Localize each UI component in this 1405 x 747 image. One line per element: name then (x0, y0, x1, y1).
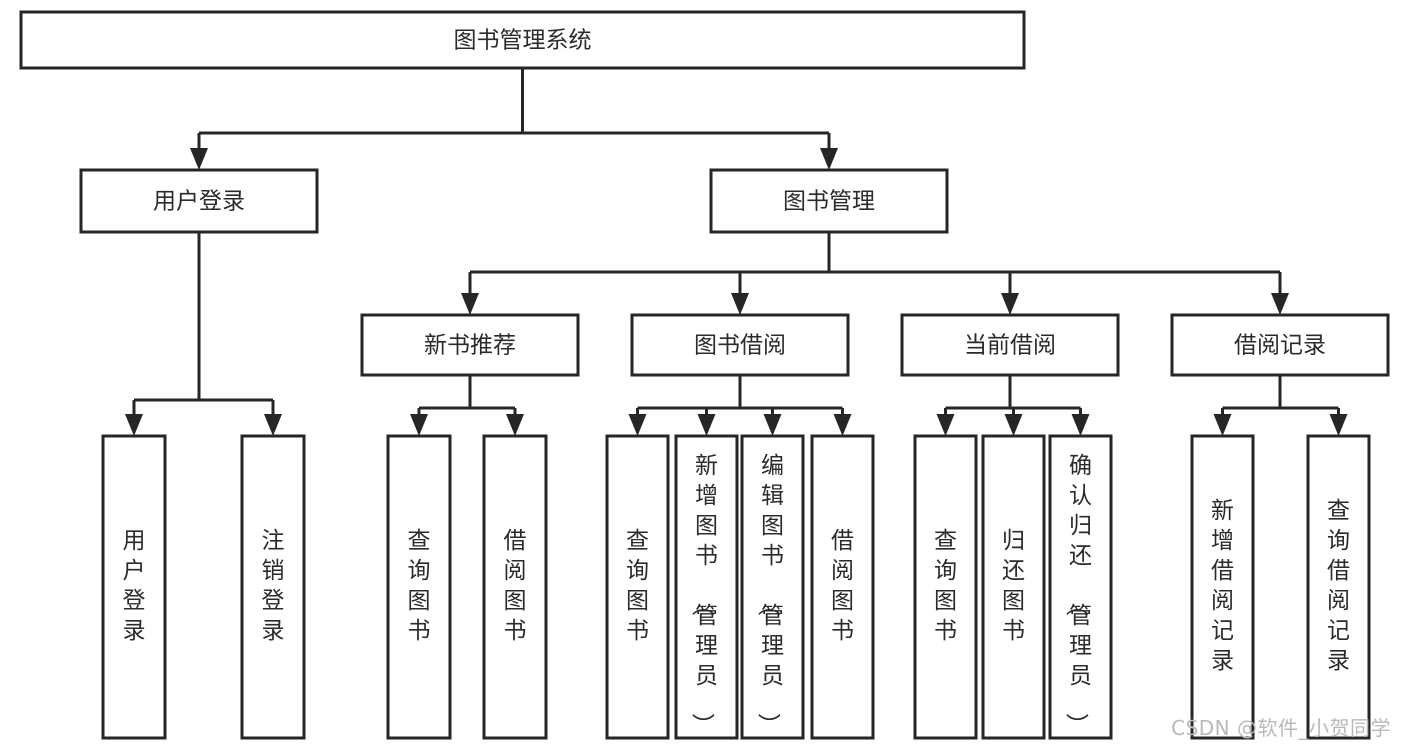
node-leaf-add-book[interactable]: 新增图书（管理员） (674, 434, 739, 740)
node-book-borrow-box[interactable] (630, 313, 850, 377)
node-leaf-edit-book[interactable]: 编辑图书（管理员） (740, 434, 805, 740)
node-leaf-query-book-borrow[interactable]: 查询图书 (605, 434, 670, 740)
node-leaf-query-book-recommend[interactable]: 查询图书 (386, 434, 452, 740)
node-root-box[interactable] (19, 10, 1026, 70)
node-leaf-add-book-box[interactable] (674, 434, 739, 740)
node-leaf-borrow-book-box[interactable] (810, 434, 875, 740)
node-current-borrow[interactable]: 当前借阅 (900, 313, 1120, 377)
book-manage-to-level3-arrow-1 (731, 293, 749, 315)
node-leaf-query-book-borrow-box[interactable] (605, 434, 670, 740)
node-leaf-add-borrow-record-label: 新增借阅记录 (1211, 498, 1234, 674)
node-leaf-confirm-return[interactable]: 确认归还（管理员） (1048, 434, 1113, 740)
book-manage-to-level3-arrow-3 (1271, 293, 1289, 315)
node-leaf-borrow-book-label: 借阅图书 (831, 528, 854, 644)
node-leaf-add-book-label: 新增图书（管理员） (689, 453, 718, 736)
node-borrow-record[interactable]: 借阅记录 (1170, 313, 1390, 377)
node-new-book-recommend[interactable]: 新书推荐 (360, 313, 580, 377)
root-to-level2-arrow-0 (190, 148, 208, 170)
node-leaf-add-borrow-record-box[interactable] (1190, 434, 1255, 740)
new-book-recommend-to-leaves-arrow-1 (506, 414, 524, 436)
node-leaf-user-login-box[interactable] (101, 434, 167, 740)
node-user-login[interactable]: 用户登录 (79, 168, 319, 234)
node-book-manage[interactable]: 图书管理 (709, 168, 949, 234)
node-leaf-user-login[interactable]: 用户登录 (101, 434, 167, 740)
node-layer: 图书管理系统用户登录图书管理新书推荐图书借阅当前借阅借阅记录用户登录注销登录查询… (19, 10, 1390, 740)
book-borrow-to-leaves-arrow-2 (763, 414, 782, 436)
root-to-level2-arrow-1 (820, 148, 838, 170)
book-borrow-to-leaves-arrow-3 (833, 414, 852, 436)
node-leaf-user-login-label: 用户登录 (123, 528, 146, 644)
book-manage-to-level3-arrow-2 (1001, 293, 1019, 315)
node-current-borrow-box[interactable] (900, 313, 1120, 377)
node-leaf-edit-book-box[interactable] (740, 434, 805, 740)
node-new-book-recommend-label: 新书推荐 (424, 333, 516, 359)
node-leaf-query-book-current-box[interactable] (913, 434, 978, 740)
book-borrow-to-leaves-arrow-0 (628, 414, 647, 436)
node-leaf-borrow-book-recommend[interactable]: 借阅图书 (482, 434, 548, 740)
node-leaf-logout-box[interactable] (240, 434, 306, 740)
node-leaf-return-book[interactable]: 归还图书 (981, 434, 1046, 740)
node-leaf-return-book-label: 归还图书 (1002, 528, 1025, 644)
node-leaf-query-book-current[interactable]: 查询图书 (913, 434, 978, 740)
node-leaf-confirm-return-box[interactable] (1048, 434, 1113, 740)
node-leaf-query-book-borrow-label: 查询图书 (626, 528, 649, 644)
node-leaf-borrow-book[interactable]: 借阅图书 (810, 434, 875, 740)
current-borrow-to-leaves-arrow-0 (936, 414, 955, 436)
node-leaf-logout-label: 注销登录 (262, 528, 285, 644)
current-borrow-to-leaves-arrow-1 (1004, 414, 1023, 436)
node-leaf-logout[interactable]: 注销登录 (240, 434, 306, 740)
book-manage-to-level3-arrow-0 (461, 293, 479, 315)
node-leaf-query-borrow-record[interactable]: 查询借阅记录 (1306, 434, 1371, 740)
node-borrow-record-box[interactable] (1170, 313, 1390, 377)
book-borrow-to-leaves-arrow-1 (697, 414, 716, 436)
node-book-manage-box[interactable] (709, 168, 949, 234)
borrow-record-to-leaves-arrow-1 (1329, 414, 1348, 436)
user-login-to-leaves-arrow-0 (125, 414, 143, 436)
borrow-record-to-leaves-arrow-0 (1213, 414, 1232, 436)
node-leaf-return-book-box[interactable] (981, 434, 1046, 740)
node-new-book-recommend-box[interactable] (360, 313, 580, 377)
node-leaf-borrow-book-recommend-label: 借阅图书 (504, 528, 527, 644)
node-leaf-query-book-current-label: 查询图书 (934, 528, 957, 644)
node-book-manage-label: 图书管理 (783, 189, 875, 215)
current-borrow-to-leaves-arrow-2 (1071, 414, 1090, 436)
node-leaf-borrow-book-recommend-box[interactable] (482, 434, 548, 740)
connector-layer (125, 68, 1348, 436)
node-current-borrow-label: 当前借阅 (964, 333, 1056, 359)
node-root-label: 图书管理系统 (454, 28, 592, 54)
node-leaf-confirm-return-label: 确认归还（管理员） (1063, 453, 1092, 736)
node-leaf-edit-book-label: 编辑图书（管理员） (755, 453, 784, 736)
node-book-borrow-label: 图书借阅 (694, 333, 786, 359)
node-leaf-query-borrow-record-label: 查询借阅记录 (1327, 498, 1350, 674)
node-user-login-box[interactable] (79, 168, 319, 234)
node-root[interactable]: 图书管理系统 (19, 10, 1026, 70)
node-leaf-query-book-recommend-label: 查询图书 (408, 528, 431, 644)
node-leaf-add-borrow-record[interactable]: 新增借阅记录 (1190, 434, 1255, 740)
node-leaf-query-book-recommend-box[interactable] (386, 434, 452, 740)
node-borrow-record-label: 借阅记录 (1234, 333, 1326, 359)
node-leaf-query-borrow-record-box[interactable] (1306, 434, 1371, 740)
node-user-login-label: 用户登录 (153, 189, 245, 215)
new-book-recommend-to-leaves-arrow-0 (410, 414, 428, 436)
node-book-borrow[interactable]: 图书借阅 (630, 313, 850, 377)
user-login-to-leaves-arrow-1 (264, 414, 282, 436)
